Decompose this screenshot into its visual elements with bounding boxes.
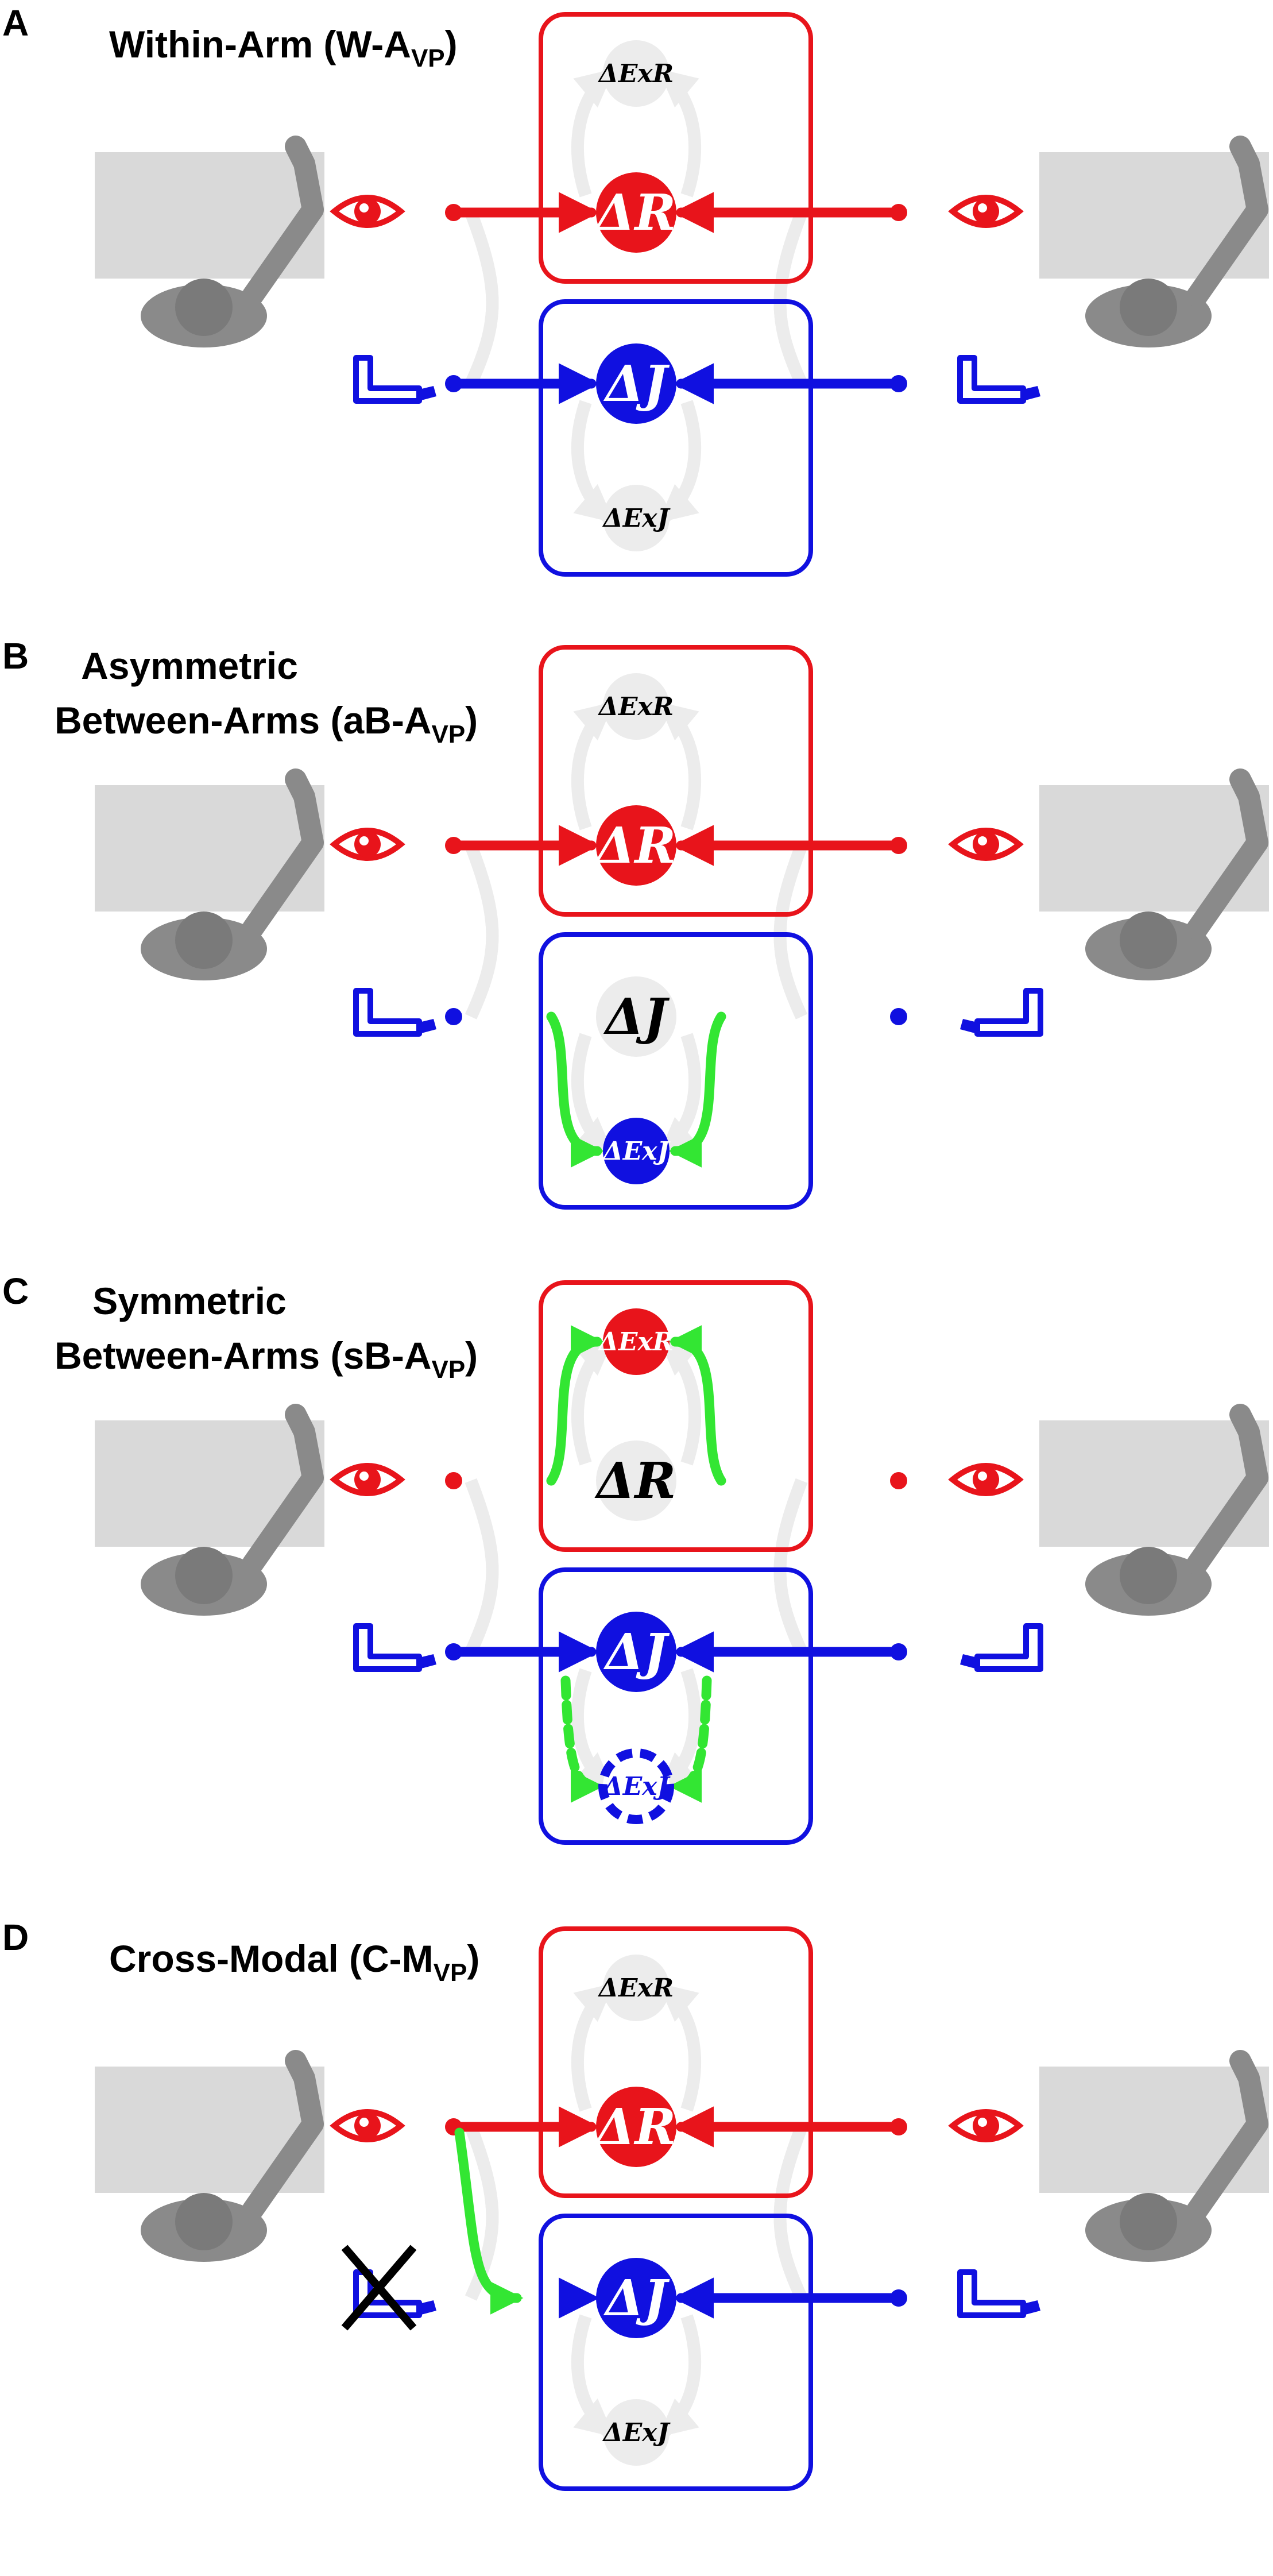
node-exj-label: ΔExJ bbox=[602, 1772, 671, 1801]
arm-icon-right bbox=[960, 988, 1043, 1037]
visual-box bbox=[539, 645, 813, 917]
scene-left bbox=[95, 1404, 324, 1616]
node-j-label: ΔJ bbox=[603, 355, 670, 413]
node-j: ΔJ bbox=[596, 976, 676, 1057]
panel-label: B bbox=[2, 635, 29, 677]
node-r-label: ΔR bbox=[594, 184, 676, 242]
panel-title: Cross-Modal (C-MVP) bbox=[109, 1937, 479, 1987]
panel-d: D Cross-Modal (C-MVP) ΔExR ΔR ΔJ ΔExJ bbox=[2, 1917, 1269, 2491]
transfer-arrow-right bbox=[668, 1325, 726, 1486]
node-exr: ΔExR bbox=[598, 1308, 674, 1375]
node-exj: ΔExJ bbox=[602, 485, 671, 551]
title-line-1: Symmetric bbox=[92, 1280, 287, 1322]
node-exr-label: ΔExR bbox=[598, 692, 674, 721]
proprio-box bbox=[539, 932, 813, 1210]
arm-icon-left bbox=[353, 1623, 436, 1672]
scene-right bbox=[1039, 2050, 1269, 2262]
node-r: ΔR bbox=[594, 172, 676, 253]
scene-right bbox=[1039, 1404, 1269, 1616]
visual-box bbox=[539, 1926, 813, 2198]
title-line-main: Cross-Modal (C-MVP) bbox=[109, 1937, 479, 1987]
scene-left bbox=[95, 768, 324, 980]
arm-icon-right bbox=[957, 2269, 1040, 2318]
panel-label: A bbox=[2, 2, 29, 44]
transfer-arrow-left bbox=[546, 1011, 604, 1168]
node-exj-label: ΔExJ bbox=[602, 2418, 671, 2447]
visual-box bbox=[539, 12, 813, 284]
node-j-label: ΔJ bbox=[603, 1623, 670, 1681]
transfer-arrow-left bbox=[546, 1325, 604, 1486]
cross-icon bbox=[341, 2245, 417, 2331]
node-j: ΔJ bbox=[596, 2258, 676, 2338]
scene-right bbox=[1039, 136, 1269, 347]
node-r-label: ΔR bbox=[594, 2098, 676, 2156]
node-j: ΔJ bbox=[596, 343, 676, 424]
node-r: ΔR bbox=[594, 805, 676, 886]
panel-a: A Within-Arm (W-AVP) ΔExR ΔR ΔJ ΔExJ bbox=[2, 2, 1269, 577]
transfer-arrow-cross-modal bbox=[454, 2127, 524, 2315]
node-exj-label: ΔExJ bbox=[602, 1137, 671, 1166]
node-r-label: ΔR bbox=[594, 1452, 676, 1510]
eye-icon-right bbox=[948, 828, 1024, 861]
eye-icon-right bbox=[948, 2109, 1024, 2142]
eye-icon-left bbox=[330, 195, 405, 228]
visual-box bbox=[539, 1280, 813, 1552]
eye-icon-left bbox=[330, 1463, 405, 1496]
eye-icon-left bbox=[330, 828, 405, 861]
title-line-main: Within-Arm (W-AVP) bbox=[109, 23, 458, 72]
node-r-label: ΔR bbox=[594, 817, 676, 875]
panel-label: D bbox=[2, 1917, 29, 1958]
title-line-main: Between-Arms (aB-AVP) bbox=[55, 699, 478, 748]
proprio-box bbox=[539, 1567, 813, 1845]
title-line-1: Asymmetric bbox=[81, 644, 298, 687]
node-exj-label: ΔExJ bbox=[602, 504, 671, 533]
transfer-arrow-right-dashed bbox=[668, 1675, 712, 1803]
node-exj: ΔExJ bbox=[602, 2399, 671, 2466]
node-exr: ΔExR bbox=[598, 673, 674, 740]
inactive-connections bbox=[465, 1983, 808, 2438]
inactive-connections bbox=[465, 68, 808, 523]
arm-icon-right bbox=[960, 1623, 1043, 1672]
inactive-connections bbox=[465, 1337, 808, 1791]
node-exj: ΔExJ bbox=[598, 1748, 674, 1824]
eye-icon-right bbox=[948, 195, 1024, 228]
panel-title: Within-Arm (W-AVP) bbox=[109, 23, 458, 72]
scene-left bbox=[95, 2050, 324, 2262]
panel-label: C bbox=[2, 1270, 29, 1312]
inactive-connections bbox=[465, 701, 808, 1156]
node-exj: ΔExJ bbox=[602, 1118, 671, 1184]
scene-right bbox=[1039, 768, 1269, 980]
proprio-box bbox=[539, 299, 813, 577]
node-exr-label: ΔExR bbox=[598, 59, 674, 88]
node-j-label: ΔJ bbox=[603, 2269, 670, 2327]
node-exr-label: ΔExR bbox=[598, 1327, 674, 1357]
eye-icon-left bbox=[330, 2109, 405, 2142]
transfer-arrow-left-dashed bbox=[560, 1675, 604, 1803]
title-line-main: Between-Arms (sB-AVP) bbox=[55, 1334, 478, 1384]
scene-left bbox=[95, 136, 324, 347]
node-exr: ΔExR bbox=[598, 40, 674, 107]
node-r: ΔR bbox=[594, 2087, 676, 2167]
arm-icon-left bbox=[353, 355, 436, 404]
node-r: ΔR bbox=[594, 1440, 676, 1521]
node-exr-label: ΔExR bbox=[598, 1973, 674, 2003]
transfer-arrow-right bbox=[668, 1011, 726, 1168]
arm-icon-right bbox=[957, 355, 1040, 404]
eye-icon-right bbox=[948, 1463, 1024, 1496]
node-j-label: ΔJ bbox=[603, 988, 670, 1046]
node-j: ΔJ bbox=[596, 1612, 676, 1692]
proprio-box bbox=[539, 2214, 813, 2491]
node-exr: ΔExR bbox=[598, 1955, 674, 2021]
arm-icon-left bbox=[353, 988, 436, 1037]
